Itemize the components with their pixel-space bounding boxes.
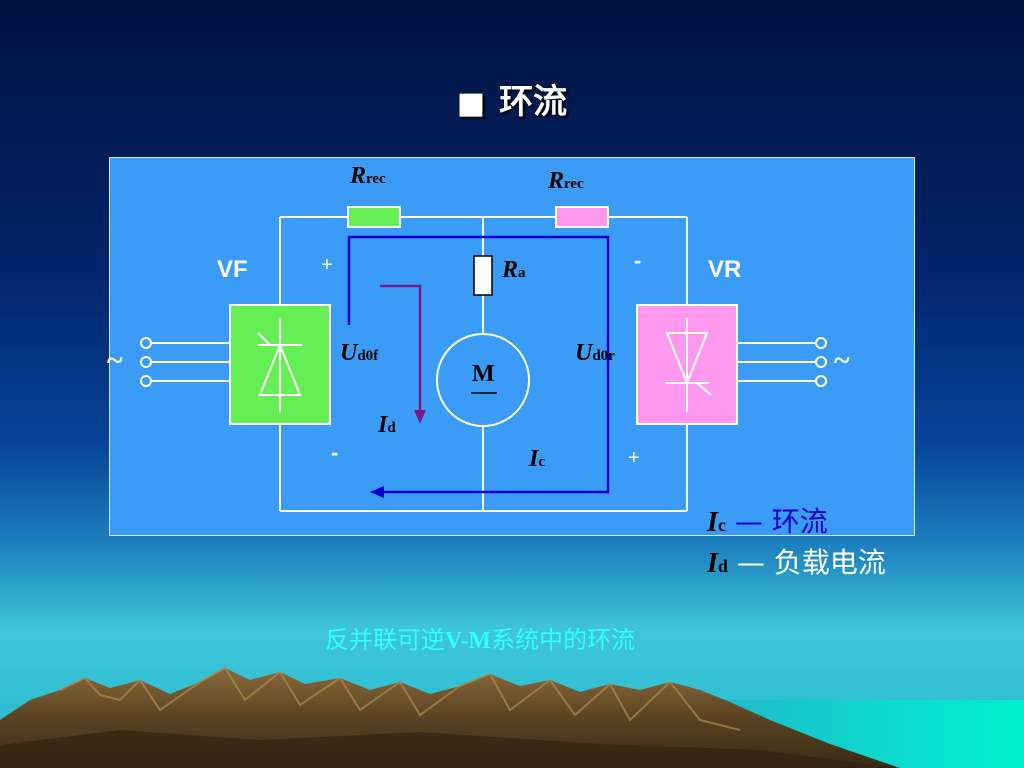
- title-bullet: ■: [456, 86, 486, 121]
- motor-circle: [436, 333, 530, 427]
- polarity-left-top: +: [321, 254, 333, 276]
- vf-label: VF: [217, 256, 248, 283]
- thyristor-down-icon: [665, 318, 712, 412]
- slide-caption: 反并联可逆V-M系统中的环流: [324, 626, 636, 654]
- resistor-left-label: Rrec: [350, 163, 386, 189]
- load-current-label: Id: [378, 412, 396, 438]
- voltage-reverse-label: Ud0r: [575, 340, 615, 366]
- load-current-path: [380, 284, 422, 414]
- resistor-left: [347, 206, 401, 228]
- thyristor-up-icon: [257, 318, 302, 412]
- load-current-arrow: [414, 410, 426, 424]
- circuit-wires: [152, 216, 815, 512]
- resistor-right-label: Rrec: [548, 168, 584, 194]
- resistor-right: [555, 206, 609, 228]
- ac-terminals: [140, 337, 827, 387]
- polarity-right-bottom: +: [628, 447, 640, 469]
- voltage-forward-label: Ud0f: [340, 340, 379, 366]
- polarity-right-top: -: [634, 248, 642, 273]
- circulating-current-path: [347, 235, 610, 494]
- motor-label: M: [472, 361, 495, 387]
- circulating-current-arrow: [370, 486, 384, 498]
- ac-source-left-icon: ~: [107, 344, 123, 377]
- legend-load-current: Id — 负载电流: [707, 546, 886, 579]
- vr-label: VR: [708, 256, 742, 283]
- legend-circulating-current: Ic — 环流: [707, 505, 828, 538]
- mountain-landscape-decoration: [0, 666, 1024, 768]
- circulating-current-label: Ic: [529, 446, 546, 472]
- ac-source-right-icon: ~: [834, 344, 850, 377]
- armature-resistor-label: Ra: [502, 257, 526, 283]
- title-text: 环流: [499, 82, 568, 122]
- polarity-left-bottom: -: [331, 440, 339, 465]
- slide-title: ■ 环流: [0, 74, 1024, 123]
- armature-resistor: [473, 255, 493, 296]
